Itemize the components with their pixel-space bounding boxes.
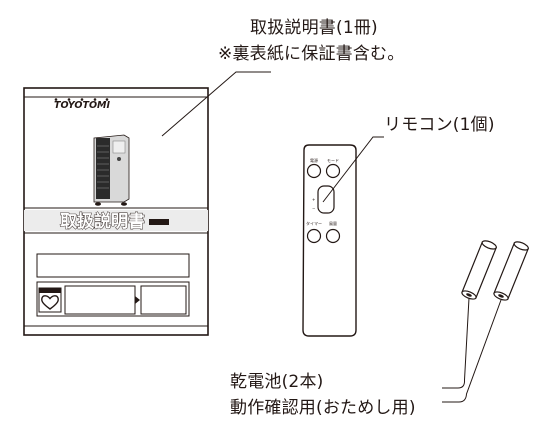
mode-button: [325, 163, 341, 179]
fan-speed-button: [325, 228, 341, 244]
brand-logo-text: TOYOTOMI: [54, 100, 110, 111]
fan-speed-button-label: 風量: [329, 220, 337, 226]
manual-leader-line: [161, 71, 271, 137]
manual-title: 取扱説明書: [60, 211, 145, 232]
svg-text:−: −: [312, 206, 315, 211]
temperature-rocker: [317, 185, 335, 214]
remote-callout: リモコン(1個): [384, 115, 495, 135]
remote-control: 電源 モード + − タイマー 風量: [302, 144, 357, 337]
mode-button-label: モード: [327, 158, 339, 163]
battery-right: [493, 241, 529, 301]
leader-lines: [161, 71, 502, 403]
remote-leader-line: [322, 136, 384, 203]
toyotomi-logo: TOYOTOMI: [54, 98, 110, 111]
power-button: [306, 163, 322, 179]
manual-booklet: TOYOTOMI: [23, 87, 209, 336]
batteries-callout-line2: 動作確認用(おためし用): [230, 398, 416, 418]
battery-left: [461, 240, 497, 300]
manual-callout-line1: 取扱説明書(1冊): [250, 18, 378, 38]
power-button-label: 電源: [310, 157, 318, 163]
heart-icon: [41, 295, 59, 310]
timer-button: [306, 228, 322, 244]
manual-callout-line2: ※裏表紙に保証書含む。: [218, 44, 405, 64]
battery-leader-line-right: [442, 299, 502, 403]
air-conditioner-illustration: [93, 134, 130, 206]
timer-button-label: タイマー: [306, 220, 322, 226]
battery-leader-line-left: [442, 297, 470, 389]
svg-text:+: +: [312, 197, 315, 202]
batteries-callout-line1: 乾電池(2本): [230, 372, 324, 392]
